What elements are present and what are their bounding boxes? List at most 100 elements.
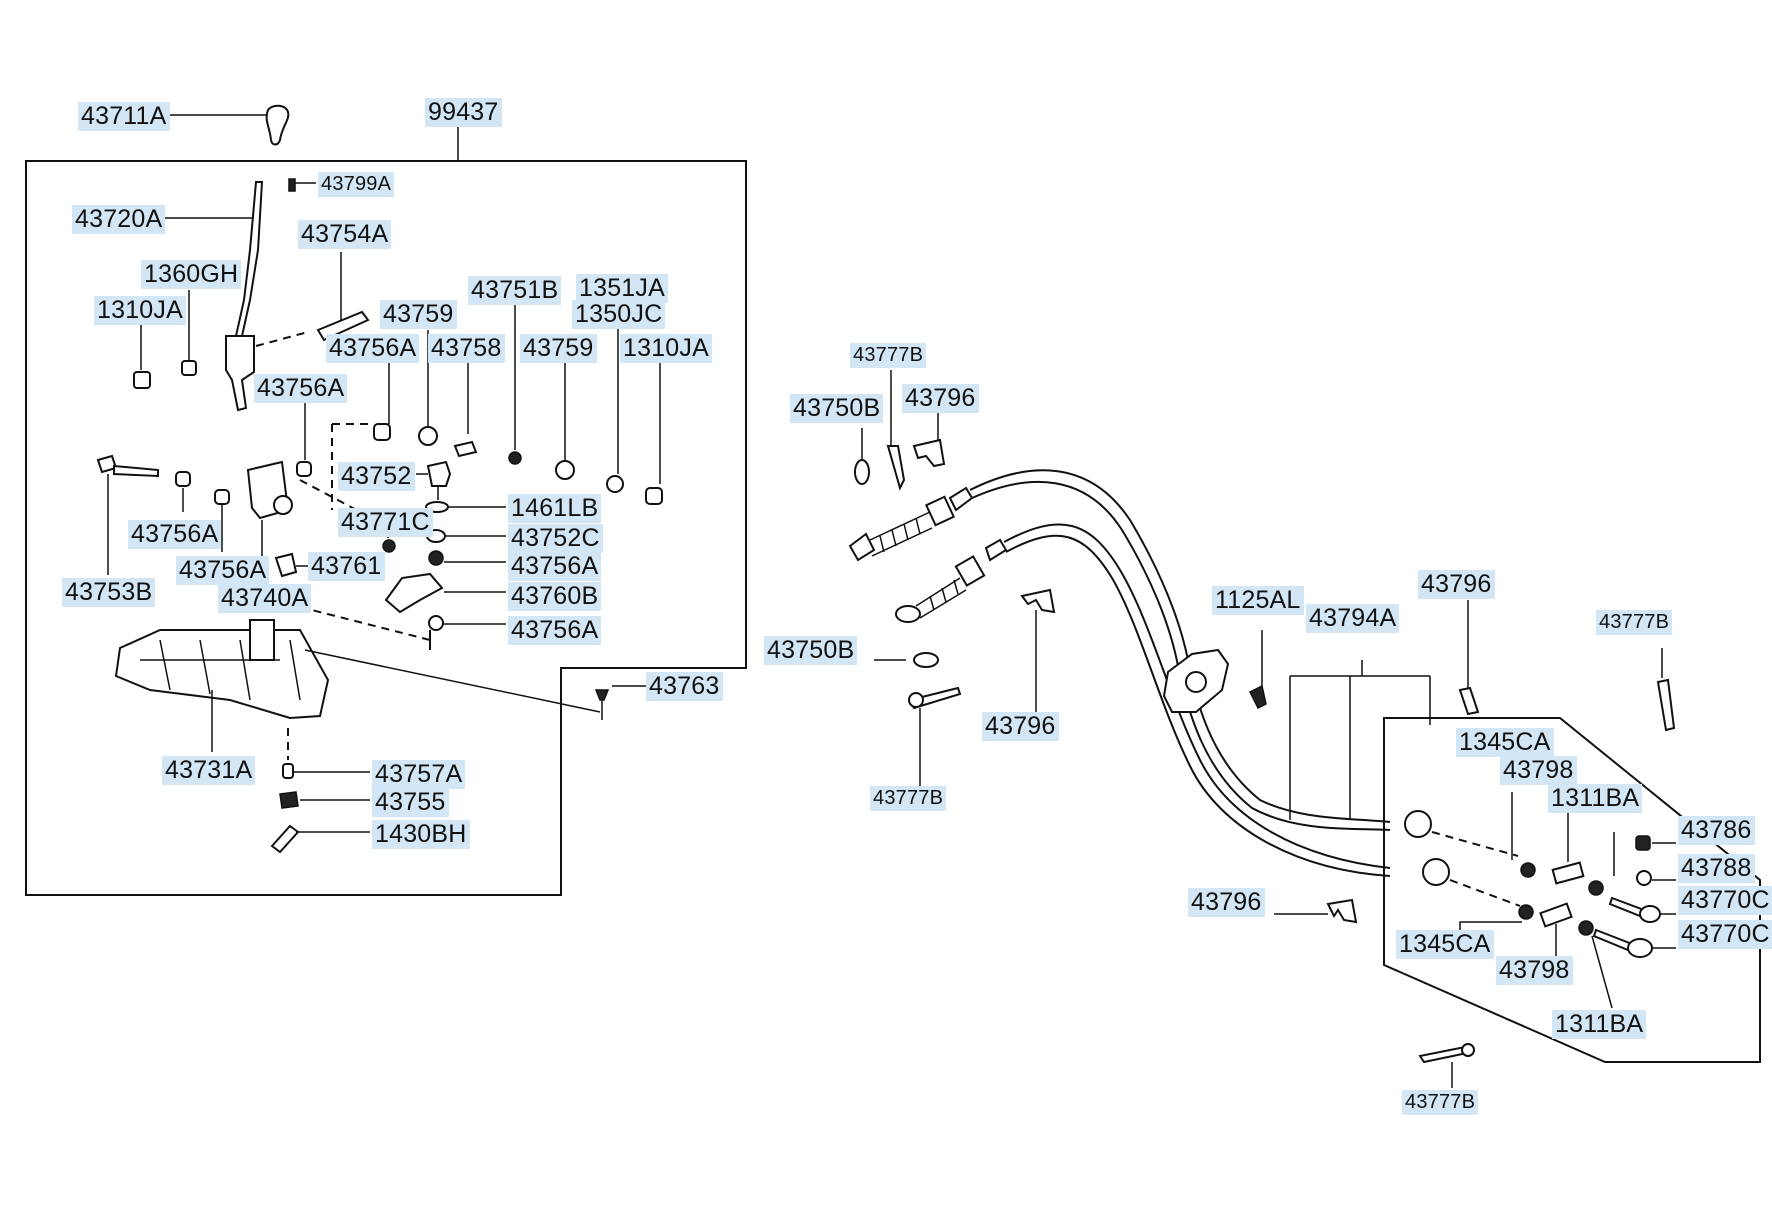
nut-1360gh: [181, 360, 197, 376]
label-43796-b: 43796: [982, 712, 1059, 741]
shift-cable-upper: [848, 469, 1391, 831]
label-1311ba-a: 1311BA: [1548, 784, 1643, 813]
grommet: [1162, 648, 1230, 713]
label-43771c: 43771C: [338, 508, 433, 537]
label-43760b: 43760B: [508, 582, 602, 611]
rod-end-43770c-b: [1592, 928, 1634, 952]
label-43788: 43788: [1678, 854, 1755, 883]
label-43786: 43786: [1678, 816, 1755, 845]
label-43756a-b: 43756A: [254, 374, 348, 403]
label-43777b-a: 43777B: [850, 343, 927, 368]
label-43753b: 43753B: [62, 578, 156, 607]
base-43731a: [114, 619, 330, 752]
shift-lever-43720a: [165, 181, 309, 412]
clip-43777b-a: [886, 445, 906, 491]
cable-end-lower: [1422, 858, 1450, 886]
pivot-43752: [416, 460, 452, 500]
part-43799a: [288, 178, 296, 192]
clip-43777b-c: [1656, 678, 1676, 732]
label-1125al: 1125AL: [1212, 586, 1304, 615]
label-43720a: 43720A: [72, 205, 166, 234]
bracket-43796-c: [1458, 686, 1480, 716]
label-43731a: 43731A: [162, 756, 256, 785]
housing-43740a: [246, 460, 293, 565]
cable-end-upper: [1404, 810, 1432, 838]
label-43750b-a: 43750B: [790, 394, 884, 423]
label-43756a-e: 43756A: [176, 556, 270, 585]
label-43770c-b: 43770C: [1678, 920, 1772, 949]
label-43798-b: 43798: [1496, 956, 1573, 985]
lever-43760b: [384, 572, 444, 614]
select-cable-lower: [895, 523, 1391, 877]
label-43757a: 43757A: [372, 760, 466, 789]
pin-43758: [453, 440, 478, 458]
assembly-boundary: [25, 160, 747, 896]
bushing-43786: [1635, 835, 1651, 851]
rod-end-43770c-a: [1608, 896, 1646, 918]
label-43794a: 43794A: [1306, 604, 1400, 633]
label-43777b-b: 43777B: [870, 786, 947, 811]
washer-43759-a: [418, 426, 438, 446]
washer-43759-b: [555, 460, 575, 480]
label-43756a-f: 43756A: [508, 616, 602, 645]
nut-1345ca-a: [1520, 862, 1536, 878]
label-1310ja-a: 1310JA: [94, 296, 186, 325]
bushing-43756a-e: [428, 550, 444, 566]
bushing-43756a-a: [373, 423, 391, 441]
label-43770c-a: 43770C: [1678, 886, 1772, 915]
bracket-43796-d: [1326, 898, 1358, 924]
bushing-43756a-b: [296, 461, 312, 477]
label-1345ca-b: 1345CA: [1396, 930, 1494, 959]
label-1345ca-a: 1345CA: [1456, 728, 1554, 757]
label-43740a: 43740A: [218, 584, 312, 613]
label-1310ja-b: 1310JA: [620, 334, 712, 363]
label-43799a: 43799A: [318, 172, 395, 197]
rod-end-boundary: [1383, 717, 1761, 1063]
label-43777b-c: 43777B: [1596, 610, 1673, 635]
label-1351ja: 1351JA: [576, 274, 668, 303]
label-43751b: 43751B: [468, 276, 562, 305]
label-43777b-d: 43777B: [1402, 1090, 1479, 1115]
bolt-43763: [594, 689, 610, 701]
adjuster-43798-b: [1539, 902, 1573, 928]
nut-1311ba-a: [1588, 880, 1604, 896]
label-43796-c: 43796: [1418, 570, 1495, 599]
label-43798-a: 43798: [1500, 756, 1577, 785]
label-43759-b: 43759: [520, 334, 597, 363]
nut-1345ca-b: [1518, 904, 1534, 920]
label-43756a-c: 43756A: [508, 552, 602, 581]
label-1350jc: 1350JC: [572, 300, 666, 329]
label-43796-d: 43796: [1188, 888, 1265, 917]
bolt-1125al: [1248, 684, 1267, 710]
label-1461lb: 1461LB: [508, 494, 602, 523]
bracket-43796-b: [1020, 588, 1056, 614]
clip-1430bh: [270, 824, 300, 854]
label-43761: 43761: [308, 552, 385, 581]
part-43771c: [382, 539, 396, 553]
clip-43788: [1636, 870, 1652, 886]
washer-43750b-b: [913, 652, 939, 668]
label-43758: 43758: [428, 334, 505, 363]
nut-1311ba-b: [1578, 920, 1594, 936]
label-43763: 43763: [646, 672, 723, 701]
nut-1310ja-b: [645, 487, 663, 505]
label-43759-a: 43759: [380, 300, 457, 329]
nut-43755: [279, 791, 299, 809]
label-43755: 43755: [372, 788, 449, 817]
part-43757a: [282, 763, 294, 779]
label-43752c: 43752C: [508, 524, 603, 553]
bolt-43753b: [96, 454, 159, 575]
label-43711a: 43711A: [78, 102, 170, 131]
bushing-43756a-d: [214, 489, 230, 505]
label-1360gh: 1360GH: [141, 260, 242, 289]
nut-1350jc: [606, 475, 624, 493]
washer-43750b-a: [854, 459, 870, 485]
label-43754a: 43754A: [298, 220, 392, 249]
part-43761: [274, 552, 298, 578]
bushing-43756a-f: [428, 615, 444, 631]
label-43756a-a: 43756A: [326, 334, 420, 363]
label-99437: 99437: [425, 98, 502, 127]
label-43756a-d: 43756A: [128, 520, 222, 549]
